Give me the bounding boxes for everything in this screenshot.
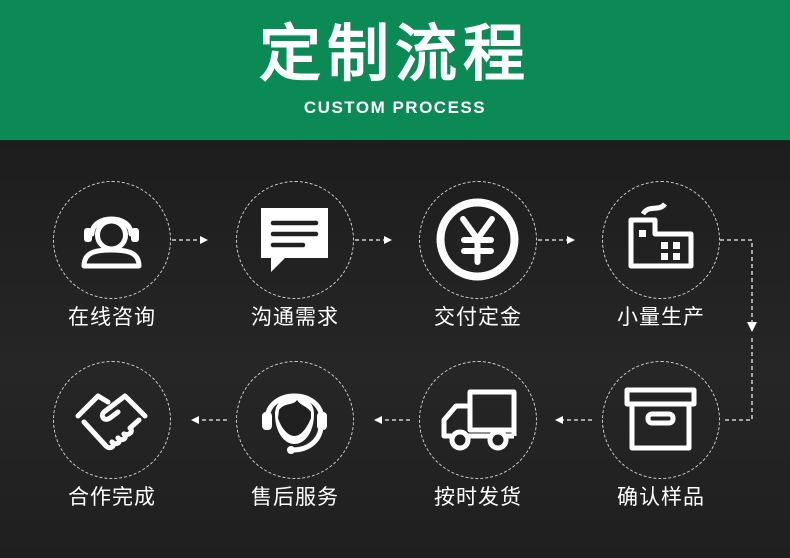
arrow-head-5 xyxy=(555,416,563,424)
step-2-circle xyxy=(236,181,354,299)
connector-4-5b xyxy=(722,338,753,421)
arrow-head-3 xyxy=(567,236,575,244)
customer-service-icon xyxy=(81,216,142,269)
page-title: 定制流程 xyxy=(258,17,531,90)
step-1-circle xyxy=(53,181,171,299)
chat-bubble-icon xyxy=(261,208,328,272)
arrow-head-2 xyxy=(384,236,392,244)
box-icon xyxy=(624,387,697,451)
yen-icon xyxy=(436,198,519,281)
handshake-icon xyxy=(75,393,148,451)
step-6-circle xyxy=(419,361,537,479)
step-1-label: 在线咨询 xyxy=(68,305,156,329)
factory-icon xyxy=(628,202,694,269)
step-5-circle xyxy=(602,361,720,479)
step-6-label: 按时发货 xyxy=(434,485,522,509)
step-7-circle xyxy=(236,361,354,479)
step-8-circle xyxy=(53,361,171,479)
arrow-head-4 xyxy=(747,322,757,332)
step-2-label: 沟通需求 xyxy=(251,305,339,329)
step-8-label: 合作完成 xyxy=(68,485,156,509)
step-4-label: 小量生产 xyxy=(617,305,705,329)
arrow-head-1 xyxy=(200,236,208,244)
header-banner: 定制流程 CUSTOM PROCESS xyxy=(0,0,790,140)
step-7-label: 售后服务 xyxy=(251,485,339,509)
truck-icon xyxy=(441,389,517,451)
arrow-head-6 xyxy=(374,416,382,424)
step-4-circle xyxy=(602,181,720,299)
step-3-circle xyxy=(419,181,537,299)
step-3-label: 交付定金 xyxy=(434,305,522,329)
page-subtitle: CUSTOM PROCESS xyxy=(303,98,487,117)
step-5-label: 确认样品 xyxy=(617,485,705,509)
headset-icon xyxy=(262,393,327,454)
arrow-head-7 xyxy=(191,416,199,424)
connector-4-5a xyxy=(720,239,753,322)
